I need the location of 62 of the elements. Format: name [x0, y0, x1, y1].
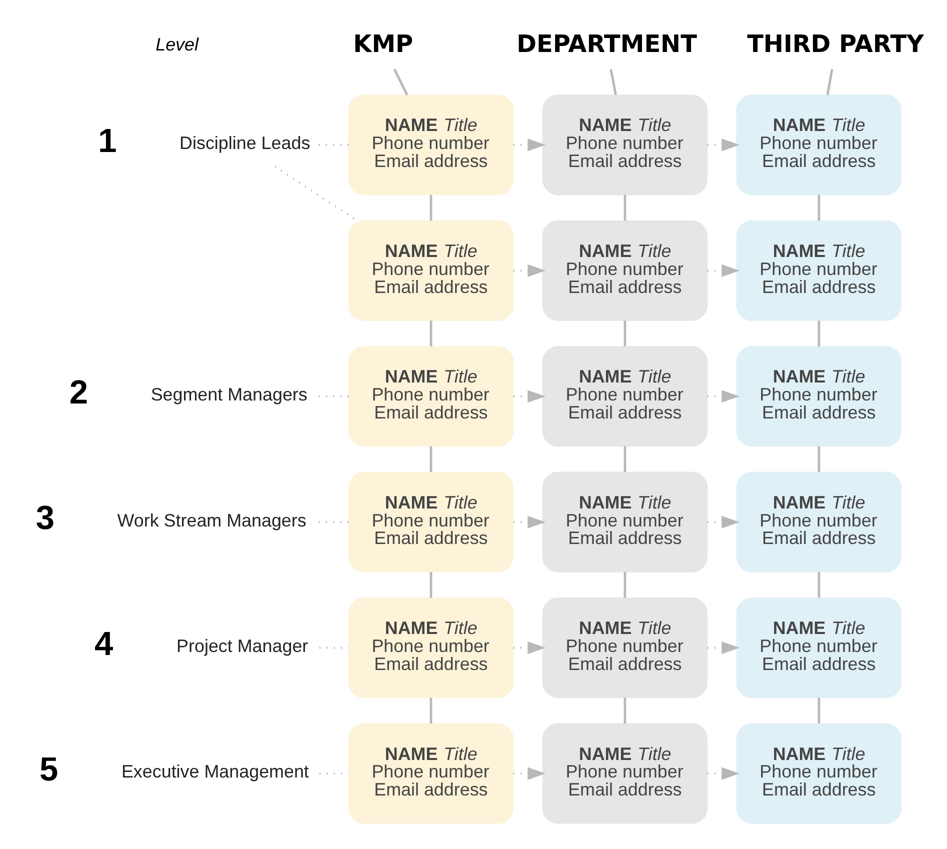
arrow [707, 390, 740, 403]
connector [430, 446, 432, 472]
node-box: NAME Title Phone number Email address [542, 346, 708, 447]
node-box: NAME Title Phone number Email address [542, 472, 708, 572]
connector [826, 68, 834, 96]
arrow [707, 138, 740, 152]
node-box: NAME Title Phone number Email address [736, 346, 902, 447]
arrow [707, 516, 740, 528]
arrow [513, 516, 546, 528]
node-box: NAME Title Phone number Email address [348, 472, 514, 572]
node-box: NAME Title Phone number Email address [542, 220, 708, 321]
arrow [513, 390, 546, 403]
node-box: NAME Title Phone number Email address [348, 220, 514, 321]
node-box: NAME Title Phone number Email address [736, 723, 902, 824]
node-box: NAME Title Phone number Email address [348, 346, 514, 447]
connector [430, 698, 432, 724]
arrow [513, 642, 546, 654]
connector [818, 194, 820, 221]
arrow [707, 264, 740, 277]
node-box: NAME Title Phone number Email address [736, 220, 902, 321]
connector [624, 572, 626, 598]
connector [430, 320, 432, 346]
node-box: NAME Title Phone number Email address [348, 94, 514, 196]
connector [610, 68, 617, 96]
connector [624, 194, 626, 221]
label: Level [156, 34, 198, 54]
label: 3 [36, 500, 55, 538]
node-box: NAME Title Phone number Email address [542, 598, 708, 698]
node-box: NAME Title Phone number Email address [736, 472, 902, 572]
node-text: THIRD PARTY [747, 30, 924, 58]
connector [818, 572, 820, 598]
connector [818, 446, 820, 472]
arrow [513, 767, 546, 780]
label: 1 [98, 122, 117, 160]
node-box: NAME Title Phone number Email address [736, 94, 902, 196]
connector [430, 194, 432, 221]
arrow [707, 642, 740, 654]
label: 5 [39, 752, 58, 789]
node-text: Segment Managers [150, 384, 308, 405]
node-text: Work Stream Managers [117, 510, 306, 530]
connector [430, 572, 432, 598]
node-box: NAME Title Phone number Email address [736, 598, 902, 698]
node-text: Discipline Leads [180, 133, 310, 154]
arrow [513, 138, 546, 152]
connector [624, 320, 626, 346]
arrow [513, 264, 546, 277]
arrow [707, 767, 740, 780]
connector [818, 698, 820, 724]
node-box: NAME Title Phone number Email address [348, 598, 514, 698]
node-text: Project Manager [176, 636, 308, 656]
node-text: DEPARTMENT [516, 30, 697, 58]
connector [624, 446, 626, 472]
connector [818, 320, 820, 346]
connector [393, 68, 408, 96]
label: 2 [69, 374, 88, 412]
node-box: NAME Title Phone number Email address [542, 94, 708, 196]
label: 4 [94, 626, 114, 663]
connector [624, 698, 626, 724]
node-text: KMP [353, 30, 414, 58]
node-text: Executive Management [121, 762, 309, 782]
node-box: NAME Title Phone number Email address [348, 723, 514, 824]
node-box: NAME Title Phone number Email address [542, 723, 708, 824]
